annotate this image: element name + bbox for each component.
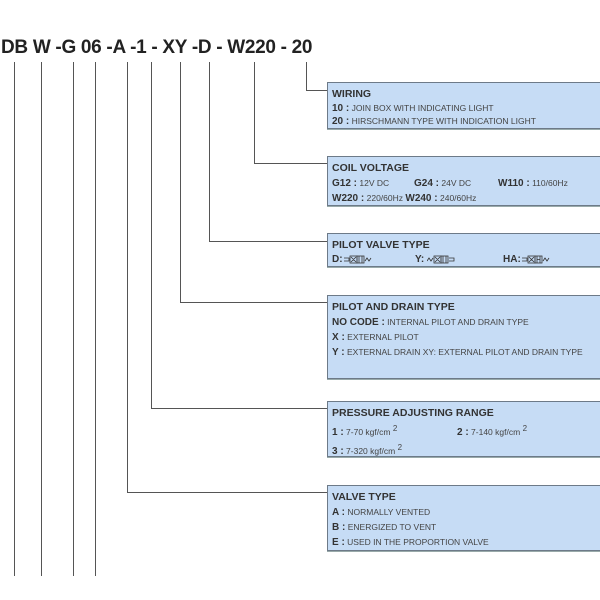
valve-symbol-d-icon [343, 255, 371, 264]
desc: EXTERNAL DRAIN XY: EXTERNAL PILOT AND DR… [346, 347, 583, 357]
valve-symbol-ha-icon [521, 255, 550, 264]
desc: EXTERNAL PILOT [347, 332, 419, 342]
code: 1 : [332, 426, 344, 438]
sup: 2 [522, 424, 528, 433]
connector-1 [151, 62, 327, 409]
code: 3 : [332, 445, 344, 457]
code: 2 : [457, 426, 469, 438]
pressure-range-title: PRESSURE ADJUSTING RANGE [332, 407, 494, 419]
code: W240 : [405, 193, 438, 204]
valve-symbol-y-icon [426, 255, 455, 264]
code: Y: [415, 254, 425, 265]
sup: 2 [392, 424, 398, 433]
desc: 240/60Hz [439, 193, 477, 203]
connector-a [127, 62, 327, 493]
code: 20 : [332, 116, 350, 127]
code: G24 : [414, 178, 440, 189]
desc: 220/60Hz [366, 193, 403, 203]
code: W110 : [498, 178, 530, 189]
code: HA: [503, 254, 521, 265]
connector-20 [306, 62, 327, 91]
wiring-box: WIRING 10 : JOIN BOX WITH INDICATING LIG… [327, 82, 600, 129]
pressure-range-box: PRESSURE ADJUSTING RANGE 1 : 7-70 kgf/cm… [327, 401, 600, 457]
sup: 2 [397, 442, 403, 452]
code: G12 : [332, 178, 358, 189]
valve-type-title: VALVE TYPE [332, 491, 396, 503]
desc: 12V DC [359, 178, 390, 188]
wiring-title: WIRING [332, 88, 372, 100]
desc: 7-320 kgf/cm [346, 445, 396, 456]
desc: 7-140 kgf/cm [471, 426, 521, 437]
coil-voltage-title: COIL VOLTAGE [332, 162, 410, 174]
desc: HIRSCHMANN TYPE WITH INDICATION LIGHT [351, 116, 536, 126]
desc: ENERGIZED TO VENT [347, 522, 437, 532]
pilot-drain-box: PILOT AND DRAIN TYPE NO CODE : INTERNAL … [327, 295, 600, 379]
connector-d [209, 62, 327, 242]
connector-w220 [254, 62, 327, 164]
code: E : [332, 537, 345, 548]
desc: JOIN BOX WITH INDICATING LIGHT [351, 103, 494, 113]
desc: 7-70 kgf/cm [346, 426, 391, 437]
pilot-valve-title: PILOT VALVE TYPE [332, 239, 430, 251]
code: NO CODE : [332, 317, 385, 328]
code: X : [332, 332, 345, 343]
model-code: DB W -G 06 -A -1 - XY -D - W220 - 20 [1, 37, 313, 58]
pilot-drain-title: PILOT AND DRAIN TYPE [332, 301, 455, 313]
code: 10 : [332, 103, 350, 114]
code: D: [332, 254, 343, 265]
desc: USED IN THE PROPORTION VALVE [347, 537, 489, 547]
desc: 110/60Hz [532, 178, 568, 188]
code: A : [332, 507, 345, 518]
code: B : [332, 522, 346, 533]
code: Y : [332, 347, 345, 358]
desc: INTERNAL PILOT AND DRAIN TYPE [387, 317, 529, 327]
code: W220 : [332, 193, 365, 204]
desc: NORMALLY VENTED [347, 507, 431, 517]
valve-type-box: VALVE TYPE A : NORMALLY VENTED B : ENERG… [327, 485, 600, 551]
pilot-valve-box: PILOT VALVE TYPE D: Y: HA: [327, 233, 600, 267]
connector-xy [180, 62, 327, 303]
desc: 24V DC [441, 178, 472, 188]
coil-voltage-box: COIL VOLTAGE G12 : 12V DC G24 : 24V DC W11… [327, 156, 600, 206]
